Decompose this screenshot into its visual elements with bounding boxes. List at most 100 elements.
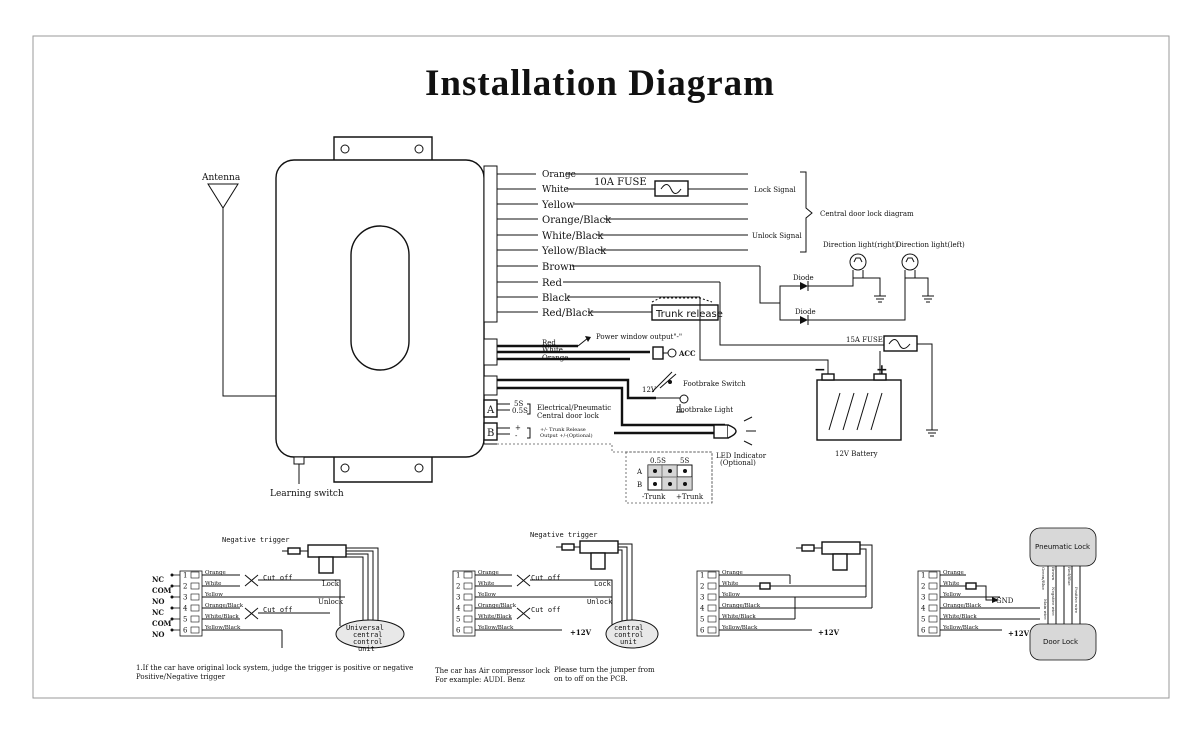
footbrake-switch-label: Footbrake Switch	[683, 380, 746, 388]
pw-red-label: Red	[542, 339, 556, 347]
terminal-block-2-terminal-5	[463, 615, 473, 623]
battery-icon: − +	[814, 362, 902, 441]
learning-switch-label: Learning switch	[270, 489, 344, 499]
svg-text:central: central	[353, 631, 383, 639]
b-label-2: Output +/-(Optional)	[540, 432, 593, 439]
terminal-block-3-pin-5: 5	[700, 616, 704, 624]
no-label-2: NO	[152, 630, 165, 639]
svg-text:Cut off: Cut off	[531, 606, 561, 614]
terminal-block-4-wire-4: Orange/Black	[943, 603, 982, 609]
door-lock-label: Door Lock	[1043, 638, 1079, 646]
b-option-2: -	[515, 432, 518, 440]
terminal-block-2-terminal-2	[463, 582, 473, 590]
terminal-block-3-wire-1: Orange	[722, 570, 743, 576]
svg-text:Unlock: Unlock	[587, 598, 613, 606]
jumper-row-a: A	[636, 468, 643, 476]
no-label-1: NO	[152, 597, 165, 606]
terminal-block-1-wire-4: Orange/Black	[205, 603, 244, 609]
b-label-1: +/- Trunk Release	[540, 427, 586, 433]
unlock-signal-label: Unlock Signal	[752, 232, 802, 240]
led-indicator-label: LED Indicator	[716, 452, 767, 460]
jumper-row-b: B	[637, 481, 642, 489]
terminal-block-2-wire-6: Yellow/Black	[477, 625, 514, 631]
terminal-block-4-terminal-2	[928, 582, 938, 590]
jumper-block	[625, 451, 713, 504]
led-indicator-icon	[614, 416, 756, 446]
terminal-block-4-terminal-1	[928, 571, 938, 579]
terminal-block-1-terminal-3	[190, 593, 200, 601]
a-label-2: Central door lock	[537, 412, 600, 420]
connector-a-label: A	[486, 405, 495, 416]
wire-white: White	[542, 185, 569, 195]
terminal-block-2-pin-6: 6	[456, 627, 461, 635]
terminal-block-2-pin-4: 4	[456, 605, 461, 613]
upper-harness	[497, 173, 760, 313]
terminal-block-2-terminal-3	[463, 593, 473, 601]
svg-text:Cut off: Cut off	[263, 606, 293, 614]
diode-label-bottom: Diode	[795, 308, 816, 316]
note-1-line-1: 1.If the car have original lock system, …	[136, 664, 413, 672]
terminal-block-1-pin-1: 1	[183, 572, 187, 580]
svg-text:GND: GND	[996, 597, 1014, 605]
svg-text:unit: unit	[358, 645, 375, 653]
terminal-block-4-terminal-5	[928, 615, 938, 623]
lock-signal-label: Lock Signal	[754, 186, 796, 194]
power-window-output-label: Power window output"-"	[596, 333, 682, 341]
terminal-block-2-pin-5: 5	[456, 616, 460, 624]
antenna-label: Antenna	[201, 173, 241, 183]
terminal-block-4-pin-5: 5	[921, 616, 925, 624]
terminal-block-1-terminal-2	[190, 582, 200, 590]
actuator-icon-3	[796, 541, 861, 571]
connector-b-label: B	[487, 428, 494, 439]
jumper-col-2: 5S	[680, 457, 689, 465]
svg-text:Negative wire: Negative wire	[1051, 587, 1056, 616]
jumper-trunk-neg: -Trunk	[642, 493, 666, 501]
terminal-block-2-pin-1: 1	[456, 572, 460, 580]
bulb-right-icon	[849, 253, 867, 279]
central-door-lock-diagram-label: Central door lock diagram	[820, 210, 914, 218]
antenna-symbol	[207, 183, 276, 397]
svg-text:+: +	[876, 362, 888, 378]
diode-top-icon	[800, 281, 809, 291]
note-2-line-1: The car has Air compressor lock	[435, 667, 551, 675]
terminal-block-4-wire-5: White/Black	[943, 614, 977, 620]
terminal-block-4-terminal-3	[928, 593, 938, 601]
svg-text:control: control	[614, 631, 644, 639]
svg-text:Positive wire: Positive wire	[1074, 587, 1079, 614]
fuse-15a-label: 15A FUSE	[846, 336, 883, 344]
b-option-1: +	[515, 424, 521, 432]
trunk-release-box	[651, 304, 719, 321]
pneumatic-lock-label: Pneumatic Lock	[1035, 543, 1091, 551]
terminal-block-3-pin-2: 2	[700, 583, 704, 591]
terminal-block-3-terminal-2	[707, 582, 717, 590]
ignition-key-icon	[652, 346, 677, 360]
svg-text:Brown: Brown	[1051, 567, 1056, 581]
wire-white-black: White/Black	[542, 231, 604, 242]
fuse-10a-label: 10A FUSE	[594, 177, 647, 188]
terminal-block-1-terminal-6	[190, 626, 200, 634]
note-1-line-2: Positive/Negative trigger	[136, 673, 226, 681]
fuse-10a	[654, 180, 689, 197]
battery-label: 12V Battery	[835, 450, 878, 458]
terminal-block-4-wire-3: Yellow	[942, 592, 961, 598]
svg-text:Negative trigger: Negative trigger	[530, 531, 597, 539]
terminal-block-1-wire-5: White/Black	[205, 614, 239, 620]
terminal-block-1-wire-3: Yellow	[204, 592, 223, 598]
svg-text:control: control	[353, 638, 383, 646]
svg-text:+12V: +12V	[1008, 629, 1030, 638]
diode-bottom-icon	[800, 315, 809, 325]
wire-black: Black	[542, 293, 571, 304]
terminal-block-1-pin-2: 2	[183, 583, 187, 591]
terminal-block-2-terminal-4	[463, 604, 473, 612]
terminal-block-2-terminal-6	[463, 626, 473, 634]
a-option-1: 5S	[514, 400, 523, 408]
bottom-diagram-3: +12V	[696, 541, 873, 637]
svg-text:Negative trigger: Negative trigger	[222, 536, 289, 544]
note-2-line-2: For example: AUDI. Benz	[435, 676, 525, 684]
bulb-left-icon	[901, 253, 919, 279]
direction-light-left-label: Direction light(left)	[896, 241, 965, 249]
wire-brown: Brown	[542, 262, 576, 273]
svg-text:Cut off: Cut off	[263, 574, 293, 582]
